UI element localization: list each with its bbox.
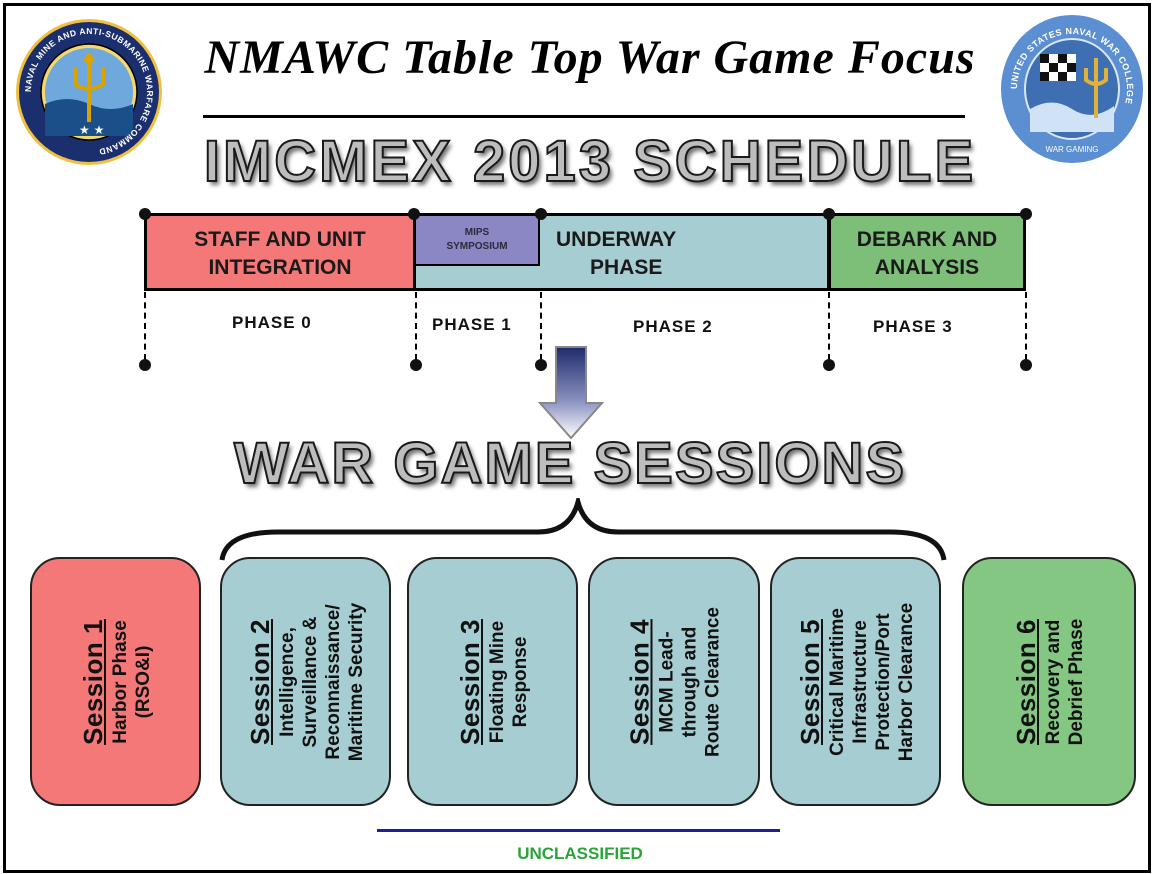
staff-bar-line2: INTEGRATION bbox=[208, 256, 352, 279]
timeline-node bbox=[823, 359, 835, 371]
phase-2-label: PHASE 2 bbox=[633, 317, 713, 336]
phase-divider bbox=[415, 292, 417, 360]
session-5-title: Session 5 bbox=[794, 618, 825, 745]
session-4-line: MCM Lead- bbox=[656, 630, 678, 733]
phase-0-label: PHASE 0 bbox=[232, 313, 312, 332]
session-2-line: Maritime Security bbox=[345, 602, 367, 761]
session-3-title: Session 3 bbox=[454, 618, 485, 745]
session-4-line: Route Clearance bbox=[702, 606, 724, 757]
session-6-line: Recovery and bbox=[1043, 619, 1064, 744]
timeline-node bbox=[139, 208, 151, 220]
mips-bar-line2: SYMPOSIUM bbox=[446, 241, 508, 252]
nmawc-seal-logo: NAVAL MINE AND ANTI-SUBMARINE WARFARE CO… bbox=[15, 18, 163, 166]
phase-divider bbox=[828, 292, 830, 360]
curly-brace-icon bbox=[218, 492, 948, 567]
session-4-line: through and bbox=[679, 626, 701, 737]
session-card-1: Session 1 Harbor Phase (RSO&I) bbox=[30, 557, 201, 806]
session-card-6: Session 6 Recovery and Debrief Phase bbox=[962, 557, 1136, 806]
timeline-node bbox=[535, 208, 547, 220]
classification-rule bbox=[377, 829, 780, 832]
timeline-node bbox=[1020, 208, 1032, 220]
phase-divider bbox=[1025, 292, 1027, 360]
session-2-line: Surveillance & bbox=[299, 616, 321, 747]
mips-bar-line1: MIPS bbox=[464, 227, 490, 238]
underway-bar-line1: UNDERWAY bbox=[556, 228, 677, 251]
session-3-line: Floating Mine bbox=[486, 620, 508, 743]
title-underline bbox=[203, 115, 965, 118]
session-card-4: Session 4 MCM Lead- through and Route Cl… bbox=[588, 557, 760, 806]
phase-3-label: PHASE 3 bbox=[873, 317, 953, 336]
naval-war-college-logo: UNITED STATES NAVAL WAR COLLEGE WAR GAMI… bbox=[1000, 14, 1144, 164]
staff-integration-bar: STAFF AND UNIT INTEGRATION bbox=[144, 213, 416, 291]
session-4-title: Session 4 bbox=[624, 618, 655, 745]
session-card-5: Session 5 Critical Maritime Infrastructu… bbox=[770, 557, 941, 806]
slide-border bbox=[3, 3, 1151, 873]
session-5-line: Harbor Clearance bbox=[895, 602, 917, 761]
slide-title: NMAWC Table Top War Game Focus bbox=[204, 31, 976, 84]
timeline-node bbox=[535, 359, 547, 371]
phase-divider bbox=[540, 292, 542, 360]
debark-bar-line1: DEBARK AND bbox=[856, 228, 998, 251]
session-2-title: Session 2 bbox=[244, 618, 275, 745]
session-6-title: Session 6 bbox=[1011, 618, 1041, 745]
timeline-node bbox=[410, 359, 422, 371]
session-card-2: Session 2 Intelligence, Surveillance & R… bbox=[220, 557, 391, 806]
schedule-heading: IMCMEX 2013 SCHEDULE bbox=[203, 128, 977, 195]
phase-divider bbox=[144, 292, 146, 360]
session-5-line: Critical Maritime bbox=[826, 607, 848, 756]
session-3-line: Response bbox=[509, 636, 531, 727]
mips-symposium-bar: MIPS SYMPOSIUM bbox=[414, 214, 540, 266]
session-card-3: Session 3 Floating Mine Response bbox=[407, 557, 578, 806]
timeline-node bbox=[408, 208, 420, 220]
session-2-line: Intelligence, bbox=[276, 626, 298, 737]
timeline-node bbox=[1020, 359, 1032, 371]
staff-bar-line1: STAFF AND UNIT bbox=[194, 228, 366, 251]
session-5-line: Protection/Port bbox=[872, 612, 894, 751]
classification-label: UNCLASSIFIED bbox=[517, 844, 643, 863]
session-5-line: Infrastructure bbox=[849, 619, 871, 744]
phase-1-label: PHASE 1 bbox=[432, 315, 512, 334]
sessions-heading: WAR GAME SESSIONS bbox=[233, 430, 907, 497]
war-college-bottom-text: WAR GAMING bbox=[1045, 145, 1098, 154]
timeline-node bbox=[139, 359, 151, 371]
debark-bar-line2: ANALYSIS bbox=[874, 256, 980, 279]
timeline-node bbox=[823, 208, 835, 220]
session-1-line: Harbor Phase bbox=[109, 619, 131, 744]
down-arrow-icon bbox=[537, 345, 605, 446]
session-1-line: (RSO&I) bbox=[132, 645, 154, 718]
session-2-line: Reconnaissance/ bbox=[322, 603, 344, 760]
session-1-title: Session 1 bbox=[77, 618, 108, 745]
session-6-line: Debrief Phase bbox=[1066, 618, 1087, 745]
underway-bar-line2: PHASE bbox=[590, 256, 663, 279]
svg-text:★ ★: ★ ★ bbox=[79, 123, 104, 137]
debark-analysis-bar: DEBARK AND ANALYSIS bbox=[828, 213, 1026, 291]
